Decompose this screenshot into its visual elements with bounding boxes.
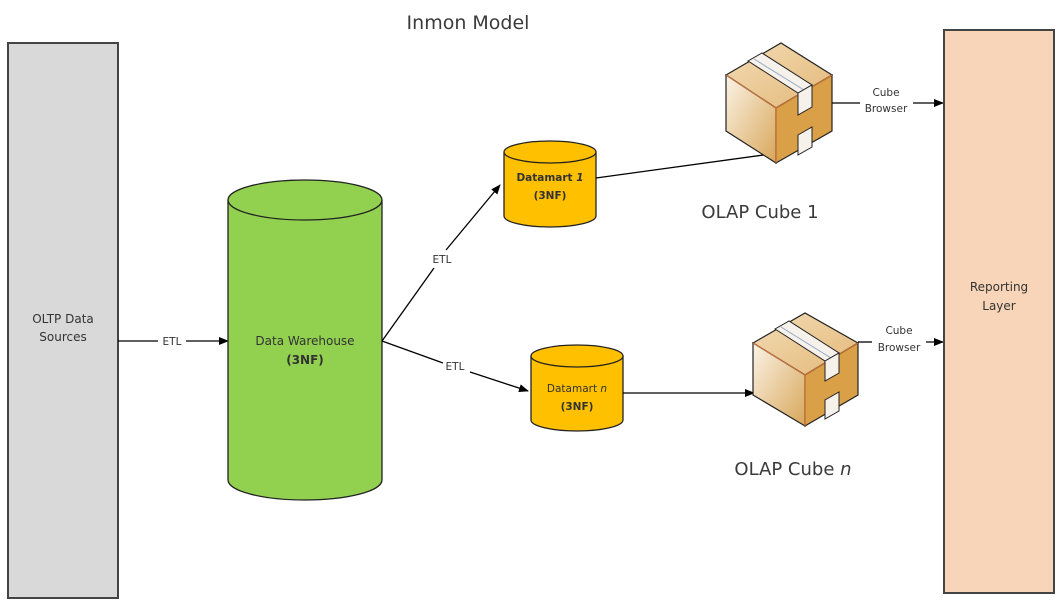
olap-cube-1-node: OLAP Cube 1 xyxy=(701,42,834,223)
oltp-label-line2: Sources xyxy=(39,330,86,344)
olap-cube-n-caption: OLAP Cube n xyxy=(734,459,851,480)
datamart-1-label-line2: (3NF) xyxy=(534,190,567,202)
datamart-n-node: Datamart n (3NF) xyxy=(530,344,624,432)
etl-label: ETL xyxy=(433,254,452,266)
cube-browser-label-line1: Cube xyxy=(872,87,899,99)
reporting-layer-node: Reporting Layer xyxy=(943,29,1055,594)
diagram-title: Inmon Model xyxy=(407,12,530,34)
reporting-label-line2: Layer xyxy=(982,299,1016,313)
reporting-box xyxy=(943,29,1055,594)
edge-cube-n-to-reporting: Cube Browser xyxy=(858,325,944,354)
cube-browser-label-line1: Cube xyxy=(885,325,912,337)
etl-label: ETL xyxy=(446,361,465,373)
olap-cube-1-caption: OLAP Cube 1 xyxy=(701,202,818,223)
edge-warehouse-to-datamart-1: ETL xyxy=(381,184,501,342)
data-warehouse-node: Data Warehouse (3NF) xyxy=(227,179,383,501)
reporting-label-line1: Reporting xyxy=(970,280,1028,294)
etl-label: ETL xyxy=(163,336,182,348)
edge-cube-1-to-reporting: Cube Browser xyxy=(832,87,944,115)
datamart-n-label-line1: Datamart n xyxy=(547,383,607,395)
warehouse-label-line1: Data Warehouse xyxy=(255,334,354,348)
edge-datamart-1-to-cube-1 xyxy=(595,150,779,179)
cube-browser-label-line2: Browser xyxy=(865,103,908,115)
oltp-box xyxy=(7,42,119,599)
oltp-label-line1: OLTP Data xyxy=(32,312,94,326)
datamart-1-label-line1: Datamart 1 xyxy=(516,172,583,184)
package-box-icon xyxy=(724,42,834,165)
datamart-n-label-line2: (3NF) xyxy=(561,401,594,413)
edge-oltp-to-warehouse: ETL xyxy=(118,336,229,348)
warehouse-cylinder-top xyxy=(227,179,383,221)
olap-cube-n-node: OLAP Cube n xyxy=(734,312,860,480)
warehouse-cylinder-body xyxy=(227,200,383,501)
cube-browser-label-line2: Browser xyxy=(878,342,921,354)
warehouse-label-line2: (3NF) xyxy=(286,353,324,367)
edge-warehouse-to-datamart-n: ETL xyxy=(381,340,529,392)
oltp-data-sources-node: OLTP Data Sources xyxy=(7,42,119,599)
datamart-1-node: Datamart 1 (3NF) xyxy=(503,140,597,228)
package-box-icon xyxy=(751,312,860,428)
